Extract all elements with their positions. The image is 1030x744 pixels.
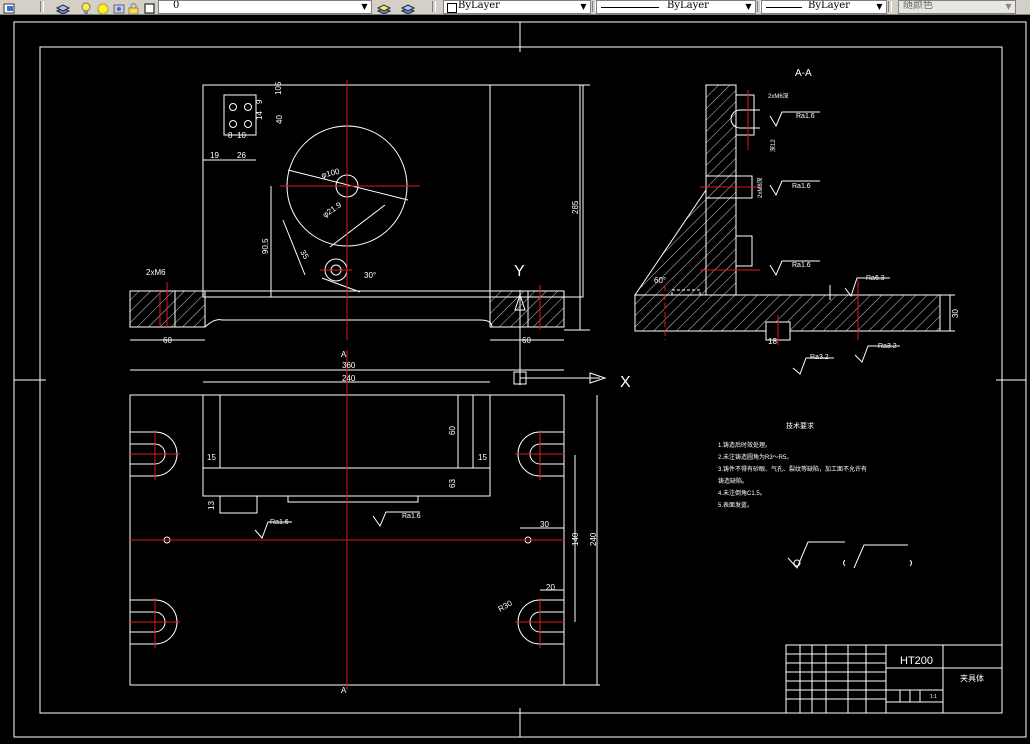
axis-y-label: Y xyxy=(514,263,525,280)
plotstyle-dropdown-value: 随颜色 xyxy=(903,0,933,11)
roughness-7: Ra1.6 xyxy=(270,519,289,526)
base-right-section xyxy=(489,290,565,328)
layer-previous-icon[interactable] xyxy=(400,0,416,14)
lineweight-dropdown[interactable]: ByLayer ▼ xyxy=(761,0,887,14)
top-view xyxy=(129,350,600,690)
roughness-legend xyxy=(787,541,912,569)
note-3b: 铸造缺陷。 xyxy=(718,477,748,485)
title-scale: 1:1 xyxy=(930,694,937,700)
roughness-6: Ra3.2 xyxy=(878,343,897,350)
layer-state-icon[interactable] xyxy=(111,0,127,14)
make-current-icon[interactable] xyxy=(376,0,392,14)
note-4: 4.未注倒角C1.5。 xyxy=(718,489,766,497)
dim-40: 40 xyxy=(275,115,284,124)
color-dropdown-value: ByLayer xyxy=(458,0,500,11)
roughness-8: Ra1.6 xyxy=(402,513,421,520)
notes-title: 技术要求 xyxy=(786,421,814,430)
dim-8: 8 xyxy=(228,131,233,140)
cut-mark-bottom: A xyxy=(341,686,347,695)
roughness-2: Ra1.6 xyxy=(792,183,811,190)
lock-icon[interactable] xyxy=(126,0,142,14)
chevron-down-icon[interactable]: ▼ xyxy=(876,2,883,11)
cad-drawing xyxy=(13,21,1027,738)
dim-63: 63 xyxy=(448,479,457,488)
roughness-3: Ra1.6 xyxy=(792,262,811,269)
roughness-5: Ra3.2 xyxy=(810,354,829,361)
dim-19: 19 xyxy=(210,151,219,160)
section-label: A-A xyxy=(795,68,812,79)
dim-60deg: 60° xyxy=(654,276,666,285)
sec-depth: 深12 xyxy=(769,139,777,152)
sec-m8: 2xM8深 xyxy=(756,177,764,198)
color-square-icon[interactable] xyxy=(142,0,158,14)
linetype-dropdown[interactable]: ByLayer ▼ xyxy=(596,0,756,14)
ucs-icon xyxy=(513,290,607,385)
dim-30: 30 xyxy=(540,520,549,529)
layer-properties-toolbar: 0 ▼ ByLayer ▼ ByLayer ▼ ByLayer ▼ 随颜色 ▼ xyxy=(0,0,1030,15)
note-2: 2.未注铸造圆角为R3～R5。 xyxy=(718,453,792,461)
sec-2xm6: 2xM6深 xyxy=(768,92,789,100)
roughness-symbols xyxy=(254,111,900,539)
dim-105: 105 xyxy=(274,81,283,95)
note-1: 1.铸造后时效处理。 xyxy=(718,441,771,449)
dim-30deg: 30° xyxy=(364,271,376,280)
drawing-order-icon[interactable] xyxy=(2,0,18,14)
dim-60-inner: 60 xyxy=(448,426,457,435)
title-part-name: 夹具体 xyxy=(960,673,984,683)
color-dropdown[interactable]: ByLayer ▼ xyxy=(443,0,591,14)
dim-2xm6: 2xM6 xyxy=(146,268,166,277)
layer-dropdown[interactable]: 0 ▼ xyxy=(158,0,372,14)
note-5: 5.表面发蓝。 xyxy=(718,501,753,509)
lineweight-sample xyxy=(766,7,802,8)
dim-20: 20 xyxy=(546,583,555,592)
chevron-down-icon[interactable]: ▼ xyxy=(580,2,587,11)
color-swatch xyxy=(447,3,457,13)
dim-9: 9 xyxy=(255,99,264,104)
lightbulb-icon[interactable] xyxy=(79,0,95,14)
chevron-down-icon[interactable]: ▼ xyxy=(745,2,752,11)
chevron-down-icon[interactable]: ▼ xyxy=(361,2,368,11)
dim-r30: R30 xyxy=(497,598,515,613)
dim-30-section: 30 xyxy=(951,309,960,318)
dim-60-left: 60 xyxy=(163,336,172,345)
dim-phi21: φ21.9 xyxy=(321,200,344,220)
dim-15-right: 15 xyxy=(478,453,487,462)
dim-35: 35 xyxy=(298,249,311,262)
dim-60-right: 60 xyxy=(522,336,531,345)
dim-140: 140 xyxy=(571,532,580,546)
dim-14: 14 xyxy=(255,111,264,120)
title-material: HT200 xyxy=(900,655,933,667)
axis-x-label: X xyxy=(620,374,631,391)
dim-10: 10 xyxy=(237,131,246,140)
drawing-text-layer: A-A A A Y X 105 9 14 40 8 10 19 26 φ100 … xyxy=(146,68,984,700)
dim-13: 13 xyxy=(207,501,216,510)
note-3: 3.铸件不得有砂眼、气孔、裂纹等缺陷，加工面不允许有 xyxy=(718,465,867,473)
linetype-dropdown-value: ByLayer xyxy=(667,0,709,11)
dim-15-left: 15 xyxy=(207,453,216,462)
drawing-canvas[interactable]: A-A A A Y X 105 9 14 40 8 10 19 26 φ100 … xyxy=(0,15,1030,740)
title-block xyxy=(785,644,1003,714)
layer-manager-icon[interactable] xyxy=(55,0,71,14)
dim-360: 360 xyxy=(342,361,356,370)
dim-26: 26 xyxy=(237,151,246,160)
layer-dropdown-value: 0 xyxy=(173,0,180,11)
dim-18: 18 xyxy=(768,337,777,346)
sun-icon[interactable] xyxy=(95,0,111,14)
plotstyle-dropdown[interactable]: 随颜色 ▼ xyxy=(898,0,1016,14)
roughness-4: Ra6.3 xyxy=(866,275,885,282)
linetype-sample xyxy=(601,7,659,8)
roughness-1: Ra1.6 xyxy=(796,113,815,120)
lineweight-dropdown-value: ByLayer xyxy=(808,0,850,11)
cut-mark-top: A xyxy=(341,350,347,359)
dim-phi100: φ100 xyxy=(320,167,341,180)
chevron-down-icon[interactable]: ▼ xyxy=(1005,2,1012,11)
section-view xyxy=(634,84,955,345)
front-view xyxy=(129,80,590,341)
dim-285: 285 xyxy=(571,200,580,214)
dim-240-side: 240 xyxy=(589,532,598,546)
dim-90-5: 90.5 xyxy=(261,238,270,254)
front-upright xyxy=(202,84,584,298)
dim-240-top: 240 xyxy=(342,374,356,383)
